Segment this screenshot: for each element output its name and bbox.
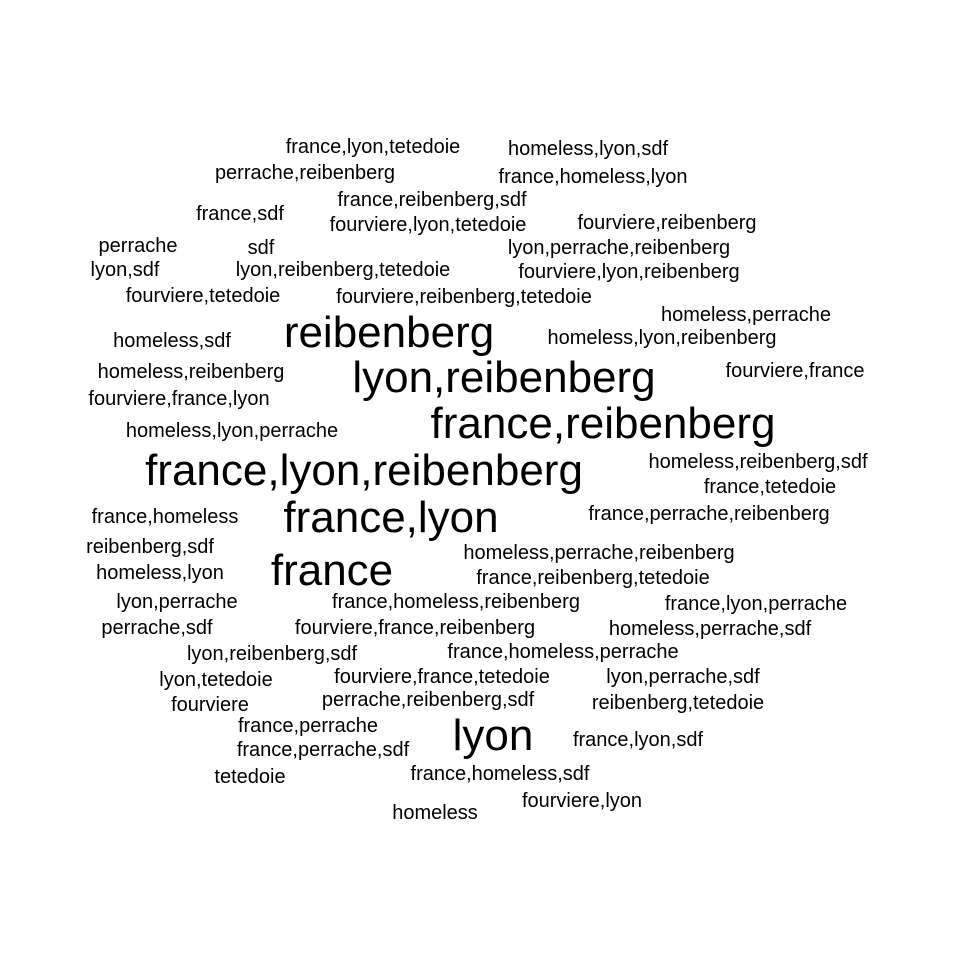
word-cloud-term: reibenberg,sdf (86, 536, 214, 558)
word-cloud-term: homeless (392, 802, 478, 824)
word-cloud-term: france,perrache,sdf (236, 739, 410, 761)
word-cloud-term: fourviere,france,reibenberg (294, 617, 536, 639)
word-cloud-term: homeless,reibenberg,sdf (648, 451, 868, 473)
word-cloud-term: france,sdf (196, 203, 284, 225)
word-cloud-term: homeless,perrache (660, 304, 832, 326)
word-cloud-term: fourviere,tetedoie (125, 285, 281, 307)
word-cloud-term: homeless,lyon,sdf (507, 138, 669, 160)
word-cloud-term: france,lyon,tetedoie (285, 136, 461, 158)
word-cloud-term: france,homeless,perrache (447, 641, 679, 663)
word-cloud-term: france,homeless,lyon (498, 166, 688, 188)
word-cloud-term: homeless,sdf (113, 330, 231, 352)
word-cloud-term: france,lyon,reibenberg (145, 446, 583, 495)
word-cloud-term: homeless,lyon (96, 562, 224, 584)
word-cloud-term: france,homeless (91, 506, 239, 528)
word-cloud-term: tetedoie (214, 766, 286, 788)
word-cloud-term: perrache,reibenberg,sdf (321, 689, 535, 711)
word-cloud-term: france,reibenberg,tetedoie (476, 567, 710, 589)
word-cloud-term: france,lyon,sdf (572, 729, 704, 751)
word-cloud-term: france,perrache (237, 715, 379, 737)
word-cloud-term: fourviere,france,lyon (88, 388, 270, 410)
word-cloud-term: fourviere,france,tetedoie (334, 666, 550, 688)
word-cloud-term: homeless,perrache,sdf (608, 618, 812, 640)
word-cloud-term: france,perrache,reibenberg (588, 503, 830, 525)
word-cloud-term: lyon,perrache,sdf (606, 666, 760, 688)
word-cloud-term: reibenberg (283, 308, 495, 357)
word-cloud-term: france,reibenberg,sdf (337, 189, 527, 211)
word-cloud-term: lyon,perrache (116, 591, 238, 613)
word-cloud-term: france,reibenberg (430, 399, 776, 448)
word-cloud-term: homeless,reibenberg (97, 361, 285, 383)
word-cloud-term: homeless,perrache,reibenberg (463, 542, 735, 564)
word-cloud-term: lyon,tetedoie (159, 669, 273, 691)
word-cloud-term: france,lyon,perrache (664, 593, 848, 615)
word-cloud-term: homeless,lyon,reibenberg (547, 327, 777, 349)
word-cloud-term: fourviere,reibenberg,tetedoie (336, 286, 592, 308)
word-cloud-term: perrache,sdf (101, 617, 213, 639)
word-cloud-term: fourviere,lyon,tetedoie (329, 214, 527, 236)
word-cloud-term: sdf (247, 237, 275, 259)
word-cloud-term: perrache (98, 235, 178, 257)
word-cloud-term: fourviere,lyon,reibenberg (518, 261, 740, 283)
word-cloud-term: lyon,reibenberg (352, 353, 656, 402)
word-cloud-term: perrache,reibenberg (214, 162, 396, 184)
word-cloud-term: lyon,perrache,reibenberg (507, 237, 731, 259)
word-cloud-term: france,lyon (283, 493, 499, 542)
word-cloud-term: fourviere,lyon (521, 790, 643, 812)
word-cloud-term: france,homeless,reibenberg (332, 591, 580, 613)
word-cloud-term: france (270, 546, 394, 595)
word-cloud-term: france,tetedoie (703, 476, 837, 498)
word-cloud-term: homeless,lyon,perrache (125, 420, 339, 442)
word-cloud-term: fourviere,reibenberg (577, 212, 757, 234)
word-cloud-term: fourviere,france (725, 360, 865, 382)
word-cloud-term: lyon,reibenberg,sdf (186, 643, 358, 665)
word-cloud-term: reibenberg,tetedoie (591, 692, 765, 714)
word-cloud-term: lyon,sdf (90, 259, 160, 281)
word-cloud-term: fourviere (171, 694, 249, 716)
word-cloud-term: france,homeless,sdf (410, 763, 590, 785)
word-cloud-term: lyon,reibenberg,tetedoie (235, 259, 451, 281)
word-cloud-term: lyon (452, 711, 534, 760)
